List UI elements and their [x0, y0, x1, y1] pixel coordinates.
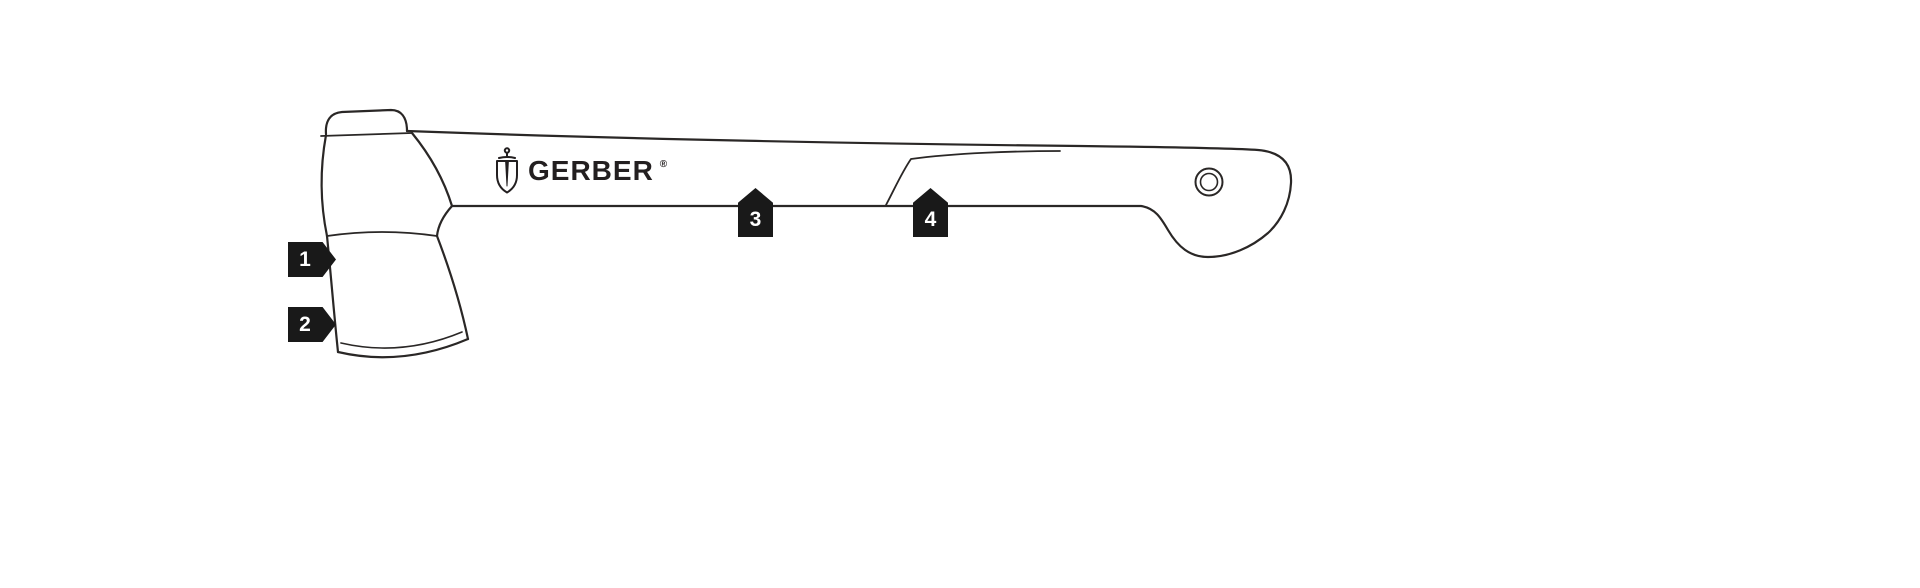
axe-throat-curve	[435, 204, 454, 238]
lanyard-hole-inner	[1199, 172, 1219, 192]
callout-number: 1	[299, 247, 311, 271]
brand-name: GERBER	[528, 155, 654, 186]
axe-head-right-edge	[410, 131, 454, 208]
axe-poll-underline	[320, 132, 413, 137]
callout-number: 2	[299, 312, 311, 336]
cutting-edge-outer	[336, 337, 470, 359]
axe-handle-outline	[405, 129, 1293, 259]
cutting-edge-bevel	[340, 331, 463, 349]
axe-poll-outline	[324, 108, 409, 136]
registered-trademark: ®	[659, 159, 668, 170]
gerber-shield-sword-icon	[496, 147, 518, 194]
blade-right-edge	[435, 234, 470, 341]
callout-number: 3	[749, 207, 762, 231]
blade-separation-line	[326, 231, 438, 237]
blade-left-edge	[325, 234, 340, 354]
lanyard-hole-outer	[1194, 167, 1224, 197]
axe-head-left-edge	[320, 133, 329, 238]
grip-boundary-line	[885, 150, 1061, 206]
callout-number: 4	[924, 207, 937, 231]
brand-logo: GERBER ®	[492, 147, 667, 195]
